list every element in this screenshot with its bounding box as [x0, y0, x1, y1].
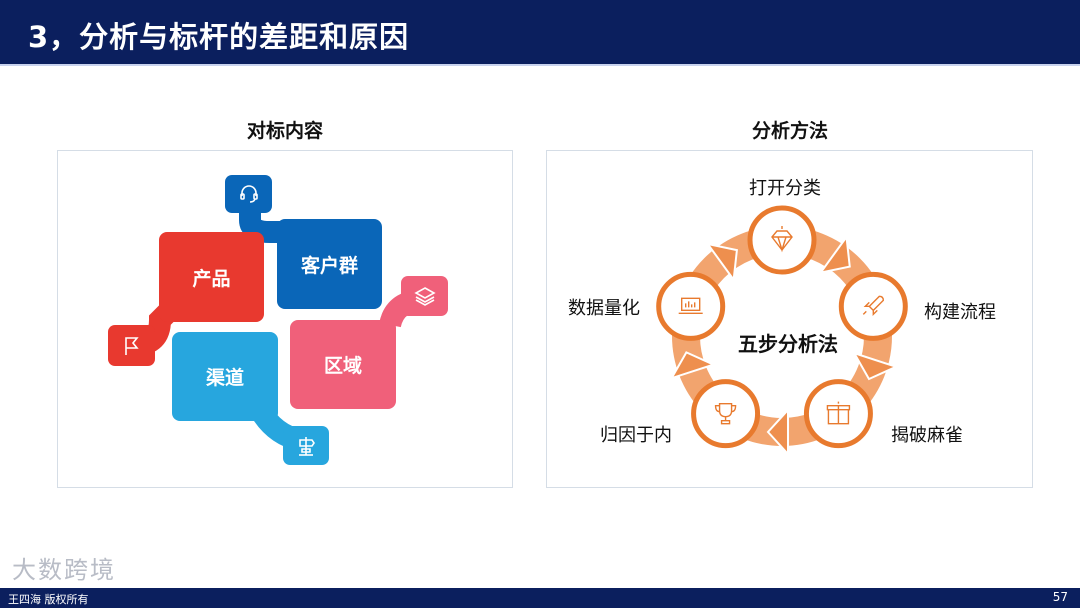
watermark: 大数跨境: [12, 556, 116, 584]
right-section-title: 分析方法: [751, 120, 828, 142]
page-number: 57: [1052, 590, 1068, 604]
cycle-arrow: [818, 234, 851, 275]
product-box: 产品: [159, 232, 264, 322]
left-section-title: 对标内容: [246, 120, 323, 142]
cycle-arrow: [766, 407, 789, 457]
region-label: 区域: [323, 355, 362, 377]
header-bar: 3，分析与标杆的差距和原因: [0, 0, 1080, 66]
region-box: 区域: [290, 320, 396, 409]
step-node-5: [656, 271, 726, 341]
step-label-2: 构建流程: [924, 302, 996, 323]
headset-icon: [225, 175, 272, 213]
channel-label: 渠道: [205, 367, 244, 389]
step-node-1: [747, 205, 817, 275]
channel-box: 渠道: [172, 332, 278, 421]
diamond-icon: [771, 226, 793, 253]
page-title: 3，分析与标杆的差距和原因: [28, 20, 410, 54]
step-label-4: 归因于内: [600, 425, 672, 446]
signpost-icon: [283, 426, 329, 465]
customer-label: 客户群: [300, 254, 358, 277]
cycle-arrow: [669, 351, 717, 380]
layers-icon: [401, 276, 448, 316]
customer-box: 客户群: [277, 219, 382, 309]
step-label-5: 数据量化: [568, 298, 640, 319]
step-node-2: [838, 271, 908, 341]
rocket-icon: [862, 295, 885, 317]
copyright: 王四海 版权所有: [8, 593, 89, 606]
flag-icon: [108, 325, 155, 366]
trophy-icon: [714, 402, 737, 425]
step-node-4: [691, 379, 761, 449]
footer-bar: 王四海 版权所有 57: [0, 588, 1080, 608]
cycle-arrow: [852, 351, 899, 381]
step-label-3: 揭破麻雀: [891, 425, 963, 446]
cycle-arrow: [705, 242, 738, 283]
gift-box-icon: [826, 401, 851, 425]
step-label-1: 打开分类: [749, 178, 821, 199]
center-label: 五步分析法: [738, 332, 838, 356]
product-label: 产品: [192, 267, 231, 290]
laptop-chart-icon: [678, 297, 703, 315]
